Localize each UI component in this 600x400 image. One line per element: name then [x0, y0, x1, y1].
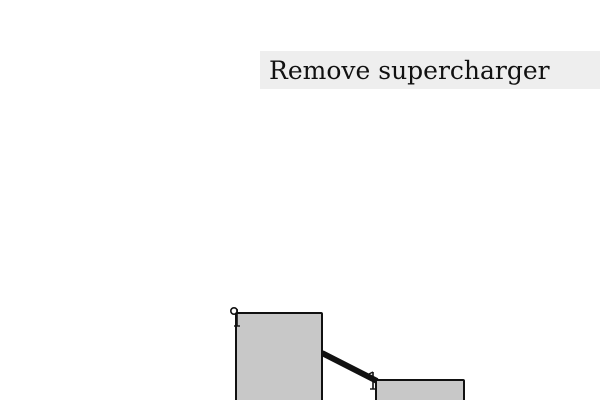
anchor-hook-icon	[368, 369, 382, 394]
anchor-hook-icon	[228, 306, 244, 331]
supercharger-block[interactable]	[235, 312, 323, 400]
connector-rod[interactable]	[320, 350, 379, 384]
task-instruction: Remove supercharger	[260, 51, 600, 89]
task-instruction-text: Remove supercharger	[269, 55, 550, 85]
engine-block[interactable]	[375, 379, 465, 400]
